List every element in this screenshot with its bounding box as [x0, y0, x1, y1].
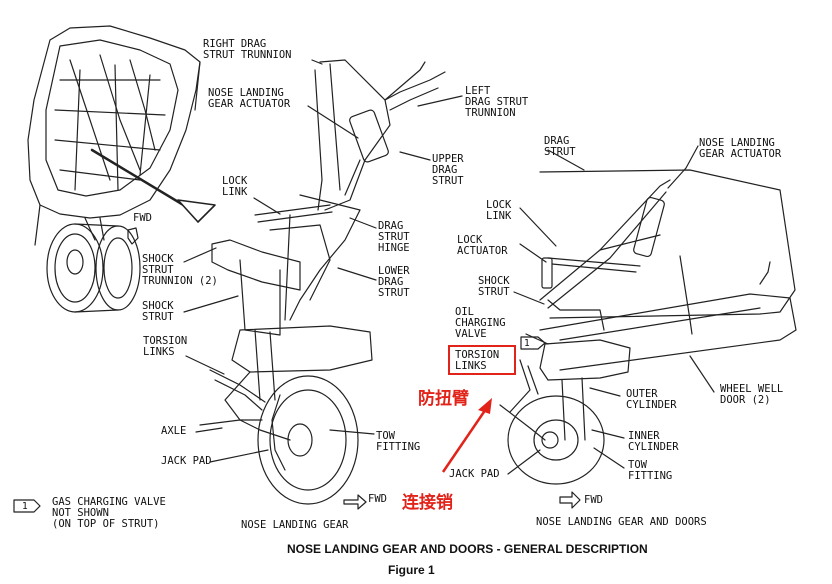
label-lock-link: LOCK LINK	[222, 175, 248, 198]
caption-nose-landing-gear: NOSE LANDING GEAR	[241, 519, 349, 531]
label-lock-actuator: LOCK ACTUATOR	[457, 234, 508, 257]
annotation-torsion-links-cn: 防扭臂	[418, 389, 469, 409]
label-drag-strut-right: DRAG STRUT	[544, 135, 576, 158]
label-shock-strut-trunnion: SHOCK STRUT TRUNNION (2)	[142, 253, 218, 287]
label-jack-pad: JACK PAD	[161, 455, 212, 467]
label-shock-strut-right: SHOCK STRUT	[478, 275, 510, 298]
label-tow-fitting-right: TOW FITTING	[628, 459, 673, 482]
label-shock-strut: SHOCK STRUT	[142, 300, 174, 323]
label-inner-cylinder: INNER CYLINDER	[628, 430, 679, 453]
label-fwd-right: FWD	[584, 494, 603, 506]
note-flag-icon	[13, 499, 41, 513]
caption-nose-landing-gear-and-doors: NOSE LANDING GEAR AND DOORS	[536, 516, 707, 528]
label-fwd-bottom: FWD	[368, 493, 387, 505]
connecting-pin-arrowhead-icon	[478, 398, 492, 414]
label-jack-pad-right: JACK PAD	[449, 468, 500, 480]
label-left-drag-strut-trunnion: LEFT DRAG STRUT TRUNNION	[465, 85, 529, 119]
label-nose-landing-gear-actuator-right: NOSE LANDING GEAR ACTUATOR	[699, 137, 782, 160]
label-wheel-well-door: WHEEL WELL DOOR (2)	[720, 383, 784, 406]
label-drag-strut-hinge: DRAG STRUT HINGE	[378, 220, 410, 254]
figure-number: Figure 1	[388, 563, 435, 577]
label-nose-landing-gear-actuator: NOSE LANDING GEAR ACTUATOR	[208, 87, 291, 110]
note-flag-number: 1	[22, 501, 28, 512]
label-axle: AXLE	[161, 425, 187, 437]
label-torsion-links-right: TORSION LINKS	[455, 349, 500, 372]
nose-wheel-well-view	[27, 25, 216, 313]
label-right-drag-strut-trunnion: RIGHT DRAG STRUT TRUNNION	[203, 38, 292, 61]
figure-main-title: NOSE LANDING GEAR AND DOORS - GENERAL DE…	[287, 542, 648, 556]
label-outer-cylinder: OUTER CYLINDER	[626, 388, 677, 411]
label-upper-drag-strut: UPPER DRAG STRUT	[432, 153, 464, 187]
connecting-pin-arrow	[441, 405, 490, 473]
nose-landing-gear-view	[183, 59, 463, 510]
note-gas-charging-valve: GAS CHARGING VALVE NOT SHOWN (ON TOP OF …	[52, 496, 166, 530]
torsion-links-highlight-box	[448, 345, 516, 375]
label-oil-charging-valve: OIL CHARGING VALVE	[455, 306, 506, 340]
label-fwd: FWD	[133, 212, 152, 224]
label-lock-link-right: LOCK LINK	[486, 199, 512, 222]
annotation-connecting-pin-cn: 连接销	[402, 493, 453, 513]
callout-flag-number: 1	[524, 338, 530, 349]
nose-landing-gear-and-doors-view	[499, 145, 797, 509]
label-tow-fitting: TOW FITTING	[376, 430, 421, 453]
label-torsion-links: TORSION LINKS	[143, 335, 188, 358]
label-lower-drag-strut: LOWER DRAG STRUT	[378, 265, 410, 299]
